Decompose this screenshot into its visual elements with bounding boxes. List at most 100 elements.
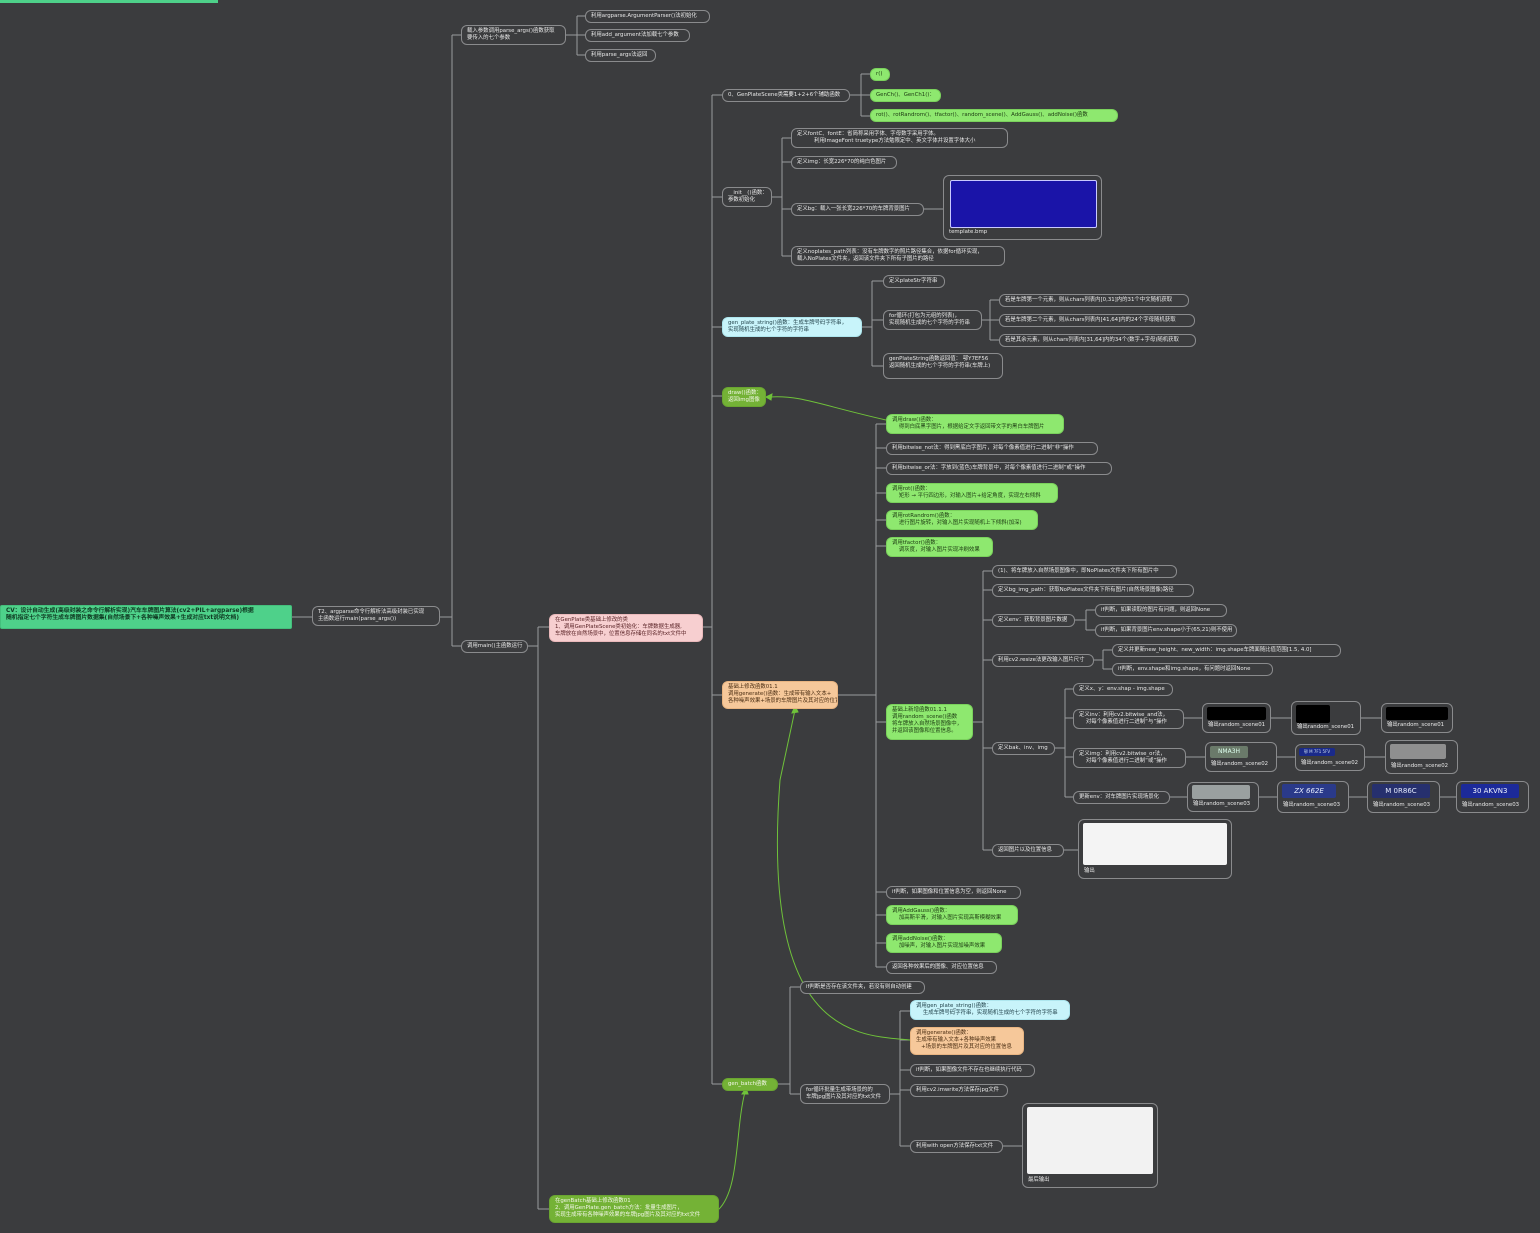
- genbatch-class-node[interactable]: 在genBatch基础上修改函数01 2、调用GenPlate.gen_batc…: [549, 1195, 719, 1223]
- init-node[interactable]: __init__()函数： 参数初始化: [722, 187, 772, 207]
- img-output-2-caption: 输出random_scene02: [1301, 760, 1359, 766]
- env-output-2-caption: 输出random_scene03: [1283, 802, 1341, 808]
- root-node[interactable]: CV：设计自动生成(高级封装之命令行解析实现)汽车车牌图片算法(cv2+PIL+…: [0, 605, 292, 629]
- plate-template-picture: [950, 180, 1097, 228]
- addnoise-call-text: 调用addNoise()函数： 加噪声，对输入图片实现加噪声效果: [892, 936, 986, 949]
- inv-output-3[interactable]: 输出random_scene01: [1381, 703, 1453, 733]
- console-output-node[interactable]: 输出: [1078, 819, 1232, 879]
- init-noplates-text: 定义noplates_path列表：没有车牌数字的照片路径集合，依据for循环实…: [797, 249, 983, 262]
- env-output-1[interactable]: 输出random_scene03: [1187, 782, 1259, 812]
- rs-child-bak[interactable]: 定义bak、inv、img: [992, 742, 1055, 755]
- gp-scene-node[interactable]: 0、GenPlateScene类需要1+2+6个辅助函数: [722, 89, 850, 102]
- gps-child-return[interactable]: genPlateString函数返回值： 鄂Y7EF56 返回随机生成的七个字符…: [883, 353, 1003, 379]
- rs-resize-child-2[interactable]: if判断，env.shape和img.shape，有问题时返回None: [1112, 663, 1273, 676]
- genplate-text: 在GenPlate类基础上修改的类 1、调用GenPlateScene类初始化：…: [555, 617, 687, 637]
- rs-child-return[interactable]: 返回图片以及位置信息: [992, 844, 1064, 857]
- after-scene-return[interactable]: 返回各种效果后的图像、对应位置信息: [886, 961, 997, 974]
- env-output-4-picture: 30 AKVN3: [1461, 784, 1519, 798]
- after-scene-if[interactable]: if判断，如果图像和位置信息为空，则返回None: [886, 886, 1021, 899]
- final-output-node[interactable]: 最后输出: [1022, 1103, 1158, 1188]
- addgauss-call-node[interactable]: 调用AddGauss()函数： 加高斯平滑，对输入图片实现高斯模糊效果: [886, 905, 1018, 925]
- rs-child-resize[interactable]: 利用cv2.resize法更改输入图片尺寸: [992, 654, 1094, 667]
- img-output-2[interactable]: 鄂 M 7F1 5FV 输出random_scene02: [1295, 744, 1365, 771]
- env-output-3-picture: M 0R86C: [1372, 784, 1430, 798]
- rotrandrom-call-text: 调用rotRandrom()函数： 进行图片旋转，对输入图片实现随机上下倾斜(加…: [892, 513, 1022, 526]
- final-output-caption: 最后输出: [1028, 1177, 1050, 1183]
- init-child-bg[interactable]: 定义bg：载入一张长宽226*70的车牌背景图片: [791, 203, 924, 216]
- bak-child-env[interactable]: 更新env：对车牌图片实现场景化: [1073, 791, 1170, 804]
- template-image-node[interactable]: template.bmp: [943, 175, 1102, 240]
- gb-generate-call[interactable]: 调用generate()函数： 生成带有输入文本+各种噪声效果 +场景的车牌图片…: [910, 1027, 1024, 1055]
- bak-img-text: 定义img：利用cv2.bitwise_or法， 对每个像素值进行二进制“或”操…: [1079, 751, 1167, 764]
- inv-output-2-picture: [1296, 705, 1330, 723]
- env-output-1-caption: 输出random_scene03: [1193, 801, 1251, 807]
- img-output-1-picture: NMA3H: [1210, 746, 1248, 758]
- gb-if-continue[interactable]: if判断，如果图像文件不存在也继续执行代码: [910, 1064, 1035, 1077]
- generate-node[interactable]: 基础上修改函数01.1 调用generate()函数：生成带有输入文本+ 各种噪…: [722, 681, 838, 709]
- gen-batch-node[interactable]: gen_batch函数: [722, 1078, 778, 1091]
- rs-env-child-2[interactable]: if判断，如果背景图片env.shape小于(65,21)则不使用: [1095, 624, 1237, 637]
- gps-for-child-2[interactable]: 若是车牌第二个元素，则从chars列表内[41,64]内的24个字母随机获取: [999, 314, 1195, 327]
- bak-child-inv[interactable]: 定义inv：利用cv2.bitwise_and法， 对每个像素值进行二进制“与”…: [1073, 709, 1184, 729]
- init-child-img[interactable]: 定义img：长宽226*70的纯白色图片: [791, 156, 897, 169]
- init-child-noplates[interactable]: 定义noplates_path列表：没有车牌数字的照片路径集合，依据for循环实…: [791, 246, 1005, 266]
- r-function-node[interactable]: r(): [870, 68, 890, 81]
- img-output-1[interactable]: NMA3H 输出random_scene02: [1205, 742, 1277, 772]
- env-output-4[interactable]: 30 AKVN3 输出random_scene03: [1456, 781, 1529, 813]
- console-output-picture: [1083, 823, 1227, 865]
- rs-child-bgpath[interactable]: 定义bg_img_path：获取NoPlates文件夹下所有图片(自然场景图像)…: [992, 584, 1194, 597]
- gb-with-open[interactable]: 利用with open方法保存txt文件: [910, 1140, 1003, 1153]
- genplate-class-node[interactable]: 在GenPlate类基础上修改的类 1、调用GenPlateScene类初始化：…: [549, 614, 703, 642]
- inv-output-2[interactable]: 输出random_scene01: [1291, 701, 1361, 735]
- gen-batch-child-if[interactable]: if判断是否存在该文件夹，若没有则自动创建: [800, 981, 925, 994]
- inv-output-1[interactable]: 输出random_scene01: [1202, 703, 1271, 733]
- helpers-list-node[interactable]: rot()、rotRandrom()、tfactor()、random_scen…: [870, 109, 1118, 122]
- bak-child-xy[interactable]: 定义x、y：env.shap - img.shape: [1073, 683, 1173, 696]
- bitwise-or-node[interactable]: 利用bitwise_or法：字放到(蓝色)车牌背景中，对每个像素值进行二进制“或…: [886, 462, 1112, 475]
- addnoise-call-node[interactable]: 调用addNoise()函数： 加噪声，对输入图片实现加噪声效果: [886, 933, 1002, 953]
- gb-gps-call-text: 调用gen_plate_string()函数： 生成车牌号码字符串，实现随机生成…: [916, 1003, 1058, 1016]
- draw-node[interactable]: draw()函数： 返回img图像: [722, 387, 766, 407]
- img-output-3-caption: 输出random_scene02: [1391, 763, 1449, 769]
- bak-child-img[interactable]: 定义img：利用cv2.bitwise_or法， 对每个像素值进行二进制“或”操…: [1073, 748, 1186, 768]
- draw-call-node[interactable]: 调用draw()函数： 得到白底黑字图片，根据给定文字返回带文字的黑白车牌图片: [886, 414, 1064, 434]
- init-child-fonts[interactable]: 定义fontC、fontE：省简称采用字体、字母数字采用字体。 利用ImageF…: [791, 128, 1008, 148]
- parse-child-1[interactable]: 利用argparse.ArgumentParser()法初始化: [585, 10, 710, 23]
- img-output-3[interactable]: 输出random_scene02: [1385, 740, 1458, 774]
- img-output-2-picture: 鄂 M 7F1 5FV: [1299, 748, 1335, 756]
- gps-for-child-3[interactable]: 若是其余元素，则从chars列表内[31,64]内的34个(数字+字母)随机获取: [999, 334, 1196, 347]
- rotrandrom-call-node[interactable]: 调用rotRandrom()函数： 进行图片旋转，对输入图片实现随机上下倾斜(加…: [886, 510, 1038, 530]
- bitwise-not-node[interactable]: 利用bitwise_not法：得到黑底白字图片，对每个像素值进行二进制“非”操作: [886, 442, 1098, 455]
- gen-batch-child-for[interactable]: for循环批量生成带场景的的 车牌jpg图片及其对应的txt文件: [800, 1084, 890, 1104]
- parse-args-text: 载入参数调用parse_args()函数获取 要传入的七个参数: [467, 28, 555, 41]
- tfactor-call-node[interactable]: 调用tfactor()函数： 调灰度，对输入图片实现冲刷效果: [886, 537, 993, 557]
- env-output-3[interactable]: M 0R86C 输出random_scene03: [1367, 781, 1440, 813]
- gb-imwrite[interactable]: 利用cv2.imwrite方法保存jpg文件: [910, 1084, 1008, 1097]
- parse-child-3[interactable]: 利用parse_args法返回: [585, 49, 656, 62]
- rot-call-text: 调用rot()函数： 矩形 → 平行四边形，对输入图片+给定角度，实现左右倾斜: [892, 486, 1041, 499]
- inv-output-3-caption: 输出random_scene01: [1387, 722, 1445, 728]
- inv-output-1-picture: [1207, 707, 1266, 720]
- template-caption: template.bmp: [949, 229, 988, 235]
- env-output-3-caption: 输出random_scene03: [1373, 802, 1431, 808]
- rot-call-node[interactable]: 调用rot()函数： 矩形 → 平行四边形，对输入图片+给定角度，实现左右倾斜: [886, 483, 1058, 503]
- gench-node[interactable]: GenCh()、GenCh1()：: [870, 89, 941, 102]
- gps-child-for[interactable]: for循环(打包为元组的列表)， 实现随机生成的七个字符的字符串: [883, 310, 982, 330]
- gb-gen-plate-string-call[interactable]: 调用gen_plate_string()函数： 生成车牌号码字符串，实现随机生成…: [910, 1000, 1070, 1020]
- random-scene-node[interactable]: 基础上新增函数01.1.1 调用random_scene()函数 将车牌放入自然…: [886, 704, 973, 740]
- parse-child-2[interactable]: 利用add_argument法加载七个参数: [585, 29, 690, 42]
- gps-child-platestr[interactable]: 定义plateStr字符串: [883, 275, 945, 288]
- t2-node[interactable]: T2、argparse命令行解析法高级封装已实现 主函数运行main(parse…: [312, 606, 440, 626]
- console-output-caption: 输出: [1084, 868, 1095, 874]
- rs-env-child-1[interactable]: if判断，如果读取的图片有问题，则返回None: [1095, 604, 1227, 617]
- main-call-node[interactable]: 调用main()主函数运行: [461, 640, 528, 653]
- random-scene-text: 基础上新增函数01.1.1 调用random_scene()函数 将车牌放入自然…: [892, 707, 963, 734]
- rs-child-env[interactable]: 定义env：获取背景图片数据: [992, 614, 1075, 627]
- rs-resize-child-1[interactable]: 定义并更新new_height、new_width：img.shape车牌面随比…: [1112, 644, 1341, 657]
- rs-child-place[interactable]: (1)、将车牌放入自然场景图像中，即NoPlates文件夹下所有图片中: [992, 565, 1177, 578]
- parse-args-node[interactable]: 载入参数调用parse_args()函数获取 要传入的七个参数: [461, 25, 566, 45]
- env-output-2[interactable]: ZX 662E 输出random_scene03: [1277, 781, 1349, 813]
- gps-for-child-1[interactable]: 若是车牌第一个元素，则从chars列表内[0,31]内的31个中文随机获取: [999, 294, 1189, 307]
- gen-plate-string-node[interactable]: gen_plate_string()函数：生成车牌号码字符串， 实现随机生成的七…: [722, 317, 862, 337]
